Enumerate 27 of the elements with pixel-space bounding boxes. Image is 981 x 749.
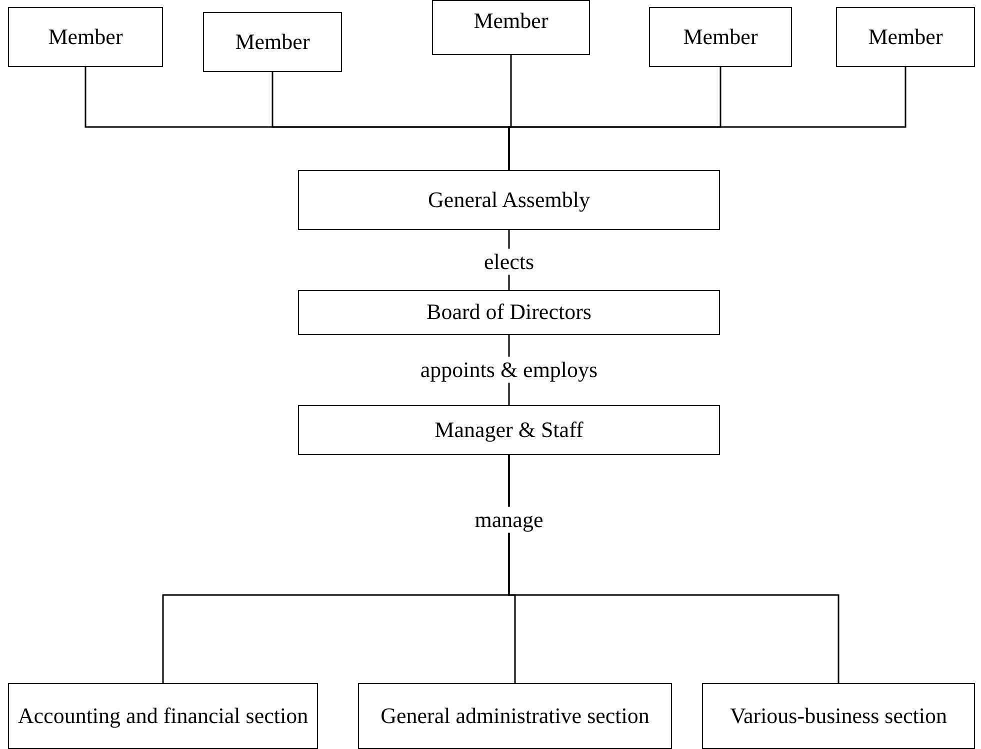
edge-label: appoints & employs <box>418 356 600 384</box>
box-label: Manager & Staff <box>434 416 584 444</box>
box-label: Member <box>683 22 758 51</box>
box-label: Member <box>868 22 943 51</box>
edge-label: elects <box>482 248 536 276</box>
org-box <box>8 7 163 67</box>
box-label: General administrative section <box>380 702 650 730</box>
box-label: Member <box>235 28 310 56</box>
org-box <box>432 0 590 55</box>
org-box <box>298 405 720 455</box>
box-label: Board of Directors <box>426 298 592 326</box>
connector-line <box>508 455 840 683</box>
org-box <box>8 683 318 749</box>
box-label: Member <box>48 22 123 51</box>
org-box <box>836 7 975 67</box>
org-box <box>203 12 342 72</box>
org-box <box>358 683 672 749</box>
box-label: Various-business section <box>730 702 947 730</box>
org-box <box>702 683 975 749</box>
box-label: Member <box>474 7 548 35</box>
org-box <box>649 7 792 67</box>
edge-label: manage <box>472 506 546 534</box>
org-box <box>298 170 720 230</box>
org-box <box>298 290 720 335</box>
box-label: Accounting and financial section <box>18 702 308 730</box>
box-label: General Assembly <box>428 186 590 214</box>
connector-line <box>508 67 906 170</box>
